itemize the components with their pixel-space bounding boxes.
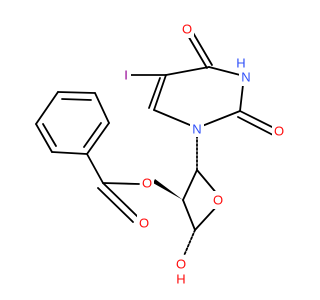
bond-c2-o2-double — [237, 116, 274, 136]
bond-carbonyl-phenyl — [86, 153, 104, 184]
bond-c2-o2 — [239, 110, 277, 130]
molecule-canvas: I O H N O N O O O O H — [35, 20, 286, 288]
o4-bg — [180, 20, 194, 38]
uracil-ring — [122, 30, 277, 136]
bond-ph-5 — [94, 92, 110, 124]
bond-c-o-double — [102, 182, 139, 218]
n1-bg — [190, 120, 204, 137]
bond-c6-n1 — [153, 109, 198, 129]
bond-ph-2 — [35, 123, 53, 153]
hydroxyl-group — [182, 229, 196, 259]
carbonyl-oxygen-label: O — [139, 216, 149, 231]
bond-c5-c6 — [153, 74, 167, 111]
ring-oxygen-label: O — [213, 193, 223, 208]
bond-ph-3 — [35, 91, 59, 125]
molecule-structure: I O H N O N O O O O H — [35, 20, 286, 288]
benzene-ring — [35, 91, 110, 155]
bond-c4-o4-double — [191, 30, 213, 66]
carbonyl-o-bg — [137, 214, 151, 232]
bond-ph-6 — [86, 122, 110, 155]
bond-o4-c4 — [194, 204, 219, 231]
bond-c4-o4 — [186, 33, 208, 69]
bond-c4-c5 — [165, 66, 210, 76]
iodine-label: I — [124, 68, 128, 83]
oxygen-label-top: O — [182, 22, 192, 37]
wedge-c2-o — [153, 179, 183, 200]
bond-c1-o4 — [196, 169, 219, 196]
hydroxyl-o-bg — [174, 255, 188, 272]
n3-bg — [239, 70, 253, 86]
ester-o-bg — [140, 174, 154, 192]
bond-ph-double-2 — [61, 98, 92, 101]
bond-ph-4 — [57, 91, 96, 94]
iodine-bg — [121, 66, 131, 84]
bond-ph-double-3 — [83, 122, 102, 148]
ester-linkage — [86, 153, 183, 223]
bond-c4-oh-hashed — [182, 229, 196, 259]
hydroxyl-oxygen-label: O — [176, 257, 186, 272]
atom-labels: I O H N O N O O O O H — [121, 20, 286, 288]
bond-c4-c3 — [182, 199, 196, 231]
bond-o-carbonyl — [102, 182, 140, 185]
nh-h-label: H — [236, 56, 245, 71]
sugar-ring — [182, 135, 219, 231]
bond-n1-c2 — [196, 110, 241, 129]
bond-ph-double-1 — [42, 123, 57, 147]
bond-c5-c6-double — [148, 77, 161, 109]
o2-bg — [272, 122, 286, 140]
n1-label: N — [192, 122, 201, 137]
hydroxyl-hydrogen-label: H — [176, 272, 185, 287]
ring-o-bg — [211, 191, 225, 209]
ester-oxygen-label: O — [142, 176, 152, 191]
nh-h-bg — [235, 57, 248, 71]
oxygen-label-right: O — [274, 124, 284, 139]
hydroxyl-h-bg — [175, 271, 187, 288]
n3-label: N — [241, 70, 250, 85]
bond-c3-c2 — [182, 169, 198, 201]
bond-ph-1 — [51, 151, 88, 155]
bond-c4-n3 — [208, 66, 245, 77]
bond-c-o-double-2 — [97, 187, 134, 223]
